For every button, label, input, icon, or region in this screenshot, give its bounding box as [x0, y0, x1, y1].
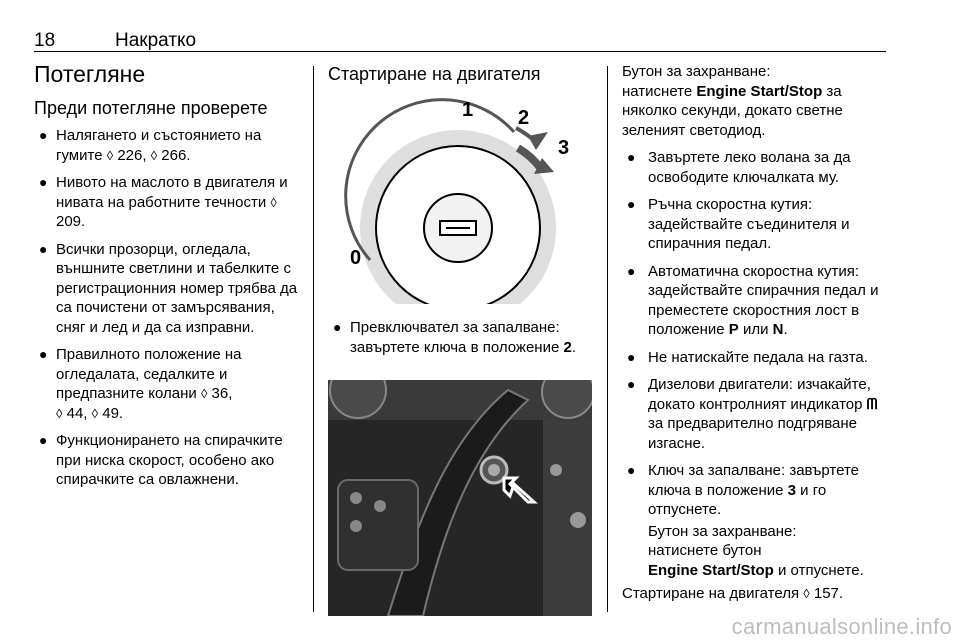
console-knob: [550, 464, 562, 476]
bullet-icon: ●: [39, 174, 48, 190]
list-item-text: Превключвател за запалване: завъртете кл…: [350, 319, 564, 356]
reference-icon[interactable]: ◊: [803, 586, 810, 601]
page-ref[interactable]: 44,: [62, 404, 92, 422]
label-2: 2: [518, 107, 529, 129]
column-2-text: ● Превключвател за запалване: завъртете …: [328, 318, 592, 365]
list-item: ● Превключвател за запалване: завъртете …: [333, 319, 576, 356]
list-item: ● Ключ за запалване: завъртете ключа в п…: [622, 461, 890, 580]
console-knob: [570, 512, 586, 528]
list-item-text: Автоматична скоростна кутия: задействайт…: [648, 262, 879, 339]
cross-reference-line: Стартиране на двигателя ◊ 157.: [622, 585, 844, 602]
column-3: Бутон за захранване: натиснете Engine St…: [622, 62, 890, 604]
list-item-text: Нивото на маслото в двигателя и нивата н…: [56, 174, 288, 211]
checklist: ● Налягането и състоянието на гумите ◊ 2…: [34, 126, 302, 490]
label-3: 3: [558, 137, 569, 159]
bullet-icon: ●: [627, 348, 636, 365]
steering-wheel-hub: [337, 479, 419, 571]
list-item: ● Функционирането на спирачките при ниск…: [34, 431, 302, 490]
start-steps: ● Завъртете леко волана за да освободите…: [622, 148, 890, 580]
list-item-text: Дизелови двигатели: изчакайте, докато ко…: [648, 376, 871, 413]
intro-paragraph: Бутон за захранване: натиснете Engine St…: [622, 63, 843, 139]
position-value: 2: [563, 338, 572, 356]
arrow-head-3: [534, 158, 554, 174]
glow-plug-icon: ᗰ: [866, 395, 878, 413]
label-0: 0: [350, 247, 361, 269]
bullet-icon: ●: [627, 262, 636, 279]
power-button-note: Бутон за захранване: натиснете бутон Eng…: [648, 522, 864, 579]
start-button-center: [488, 464, 500, 476]
wheel-button: [374, 500, 386, 512]
list-item-text: Ръчна скоростна кутия: задействайте съед…: [648, 196, 850, 252]
arc-0-to-1: [344, 98, 516, 261]
list-item: ● Нивото на маслото в двигателя и нивата…: [34, 173, 302, 232]
reference-icon[interactable]: ◊: [91, 405, 99, 421]
wheel-button: [350, 520, 362, 532]
list-item: ● Налягането и състоянието на гумите ◊ 2…: [34, 126, 302, 165]
list-item: ● Всички прозорци, огледала, външните св…: [34, 240, 302, 338]
bullet-icon: ●: [627, 196, 636, 212]
gauge-right: [541, 380, 592, 419]
bullet-icon: ●: [627, 462, 636, 478]
arrow-icon: [502, 476, 538, 504]
list-item: ● Дизелови двигатели: изчакайте, докато …: [627, 376, 878, 452]
bullet-icon: ●: [333, 319, 342, 335]
list-item-text: Функционирането на спирачките при ниска …: [56, 432, 283, 488]
wheel-button: [350, 492, 362, 504]
reference-icon[interactable]: ◊: [56, 405, 63, 421]
list-item-text: Ключ за запалване: завъртете ключа в пол…: [648, 462, 859, 499]
page-ref[interactable]: 157.: [809, 585, 844, 602]
button-name: Engine Start/Stop: [696, 82, 823, 100]
reference-icon[interactable]: ◊: [270, 194, 277, 210]
list-item: ● Правилното положение на огледалата, се…: [34, 345, 302, 423]
bullet-icon: ●: [39, 127, 48, 143]
bullet-icon: ●: [627, 149, 636, 165]
page-ref[interactable]: 49.: [98, 404, 124, 422]
arrow-head-2: [528, 132, 548, 150]
header-rule: [34, 51, 886, 52]
section-title: Потегляне: [34, 61, 146, 87]
label-1: 1: [462, 99, 473, 121]
column-divider-1: [313, 66, 314, 612]
gauge-left: [329, 380, 387, 419]
list-item-text: Не натискайте педала на газта.: [648, 348, 868, 366]
reference-icon[interactable]: ◊: [150, 147, 158, 163]
dashboard-photo: [328, 380, 592, 616]
bullet-icon: ●: [39, 240, 48, 257]
page-ref[interactable]: 36,: [207, 385, 233, 402]
watermark: carmanualsonline.info: [731, 614, 952, 639]
reference-icon[interactable]: ◊: [106, 147, 114, 163]
column-2: Стартиране на двигателя: [328, 62, 592, 86]
list-item: ● Завъртете леко волана за да освободите…: [622, 148, 890, 187]
reference-icon[interactable]: ◊: [200, 386, 208, 401]
list-item-text: Правилното положение на огледалата, седа…: [56, 346, 242, 402]
page-ref[interactable]: 209.: [56, 213, 86, 230]
bullet-icon: ●: [39, 346, 48, 362]
page-header: 18 Накратко: [34, 30, 886, 52]
bullet-icon: ●: [39, 432, 48, 448]
chapter-title: Накратко: [115, 30, 197, 51]
column-1: Потегляне Преди потегляне проверете ● На…: [34, 60, 302, 498]
page-number: 18: [34, 30, 56, 51]
column-divider-2: [607, 66, 608, 612]
list-item-text: Завъртете леко волана за да освободите к…: [648, 149, 851, 186]
list-item: ● Ръчна скоростна кутия: задействайте съ…: [622, 195, 890, 254]
ignition-switch-figure: 0 1 2 3: [328, 92, 592, 304]
list-item: ● Автоматична скоростна кутия: задейства…: [627, 262, 879, 339]
list-item-text: Всички прозорци, огледала, външните свет…: [56, 240, 298, 336]
section-subtitle: Преди потегляне проверете: [34, 98, 268, 118]
list-item-text: Налягането и състоянието на гумите: [56, 127, 262, 164]
list-item: ● Не натискайте педала на газта.: [622, 348, 890, 368]
page-ref[interactable]: 266.: [157, 146, 191, 164]
section-title-start: Стартиране на двигателя: [328, 64, 541, 84]
bullet-icon: ●: [627, 376, 636, 392]
page-ref[interactable]: 226,: [113, 146, 151, 164]
